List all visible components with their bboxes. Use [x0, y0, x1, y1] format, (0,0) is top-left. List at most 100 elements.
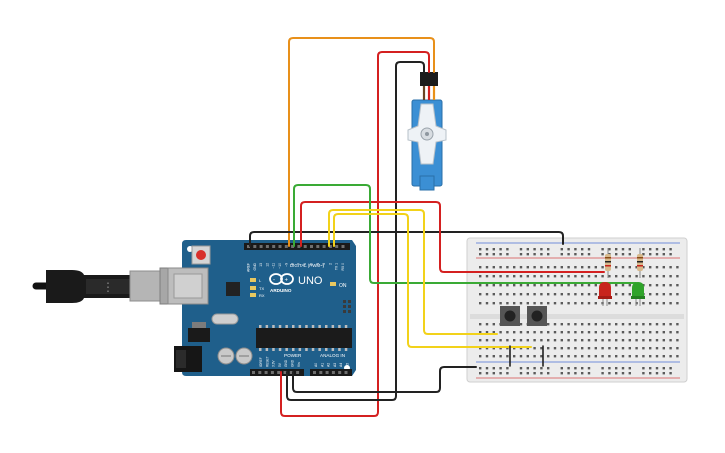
terminal-hole[interactable]	[519, 347, 523, 350]
terminal-hole[interactable]	[642, 339, 645, 342]
rail-hole[interactable]	[615, 367, 618, 370]
terminal-hole[interactable]	[662, 347, 665, 350]
rail-hole[interactable]	[519, 367, 523, 370]
terminal-hole[interactable]	[574, 266, 577, 269]
terminal-hole[interactable]	[581, 302, 584, 305]
terminal-hole[interactable]	[594, 293, 597, 296]
rail-hole[interactable]	[621, 367, 625, 370]
terminal-hole[interactable]	[513, 331, 516, 334]
terminal-hole[interactable]	[526, 355, 529, 358]
terminal-hole[interactable]	[669, 347, 672, 350]
terminal-hole[interactable]	[540, 275, 543, 278]
terminal-hole[interactable]	[635, 266, 638, 269]
terminal-hole[interactable]	[662, 302, 665, 305]
digital-pin-hole[interactable]	[322, 245, 326, 248]
terminal-hole[interactable]	[479, 266, 482, 269]
terminal-hole[interactable]	[581, 284, 584, 287]
terminal-hole[interactable]	[513, 347, 516, 350]
terminal-hole[interactable]	[560, 266, 563, 269]
terminal-hole[interactable]	[499, 293, 502, 296]
terminal-hole[interactable]	[479, 323, 482, 326]
terminal-hole[interactable]	[574, 355, 577, 358]
terminal-hole[interactable]	[540, 339, 543, 342]
terminal-hole[interactable]	[615, 284, 618, 287]
terminal-hole[interactable]	[608, 331, 611, 334]
analog-pin-hole[interactable]	[338, 371, 342, 374]
rail-hole[interactable]	[499, 248, 502, 251]
terminal-hole[interactable]	[676, 266, 679, 269]
terminal-hole[interactable]	[635, 323, 638, 326]
rail-hole[interactable]	[662, 372, 665, 375]
terminal-hole[interactable]	[540, 284, 543, 287]
rail-hole[interactable]	[642, 248, 645, 251]
rail-hole[interactable]	[499, 367, 502, 370]
terminal-hole[interactable]	[513, 275, 516, 278]
terminal-hole[interactable]	[547, 275, 550, 278]
rail-hole[interactable]	[649, 367, 652, 370]
terminal-hole[interactable]	[479, 347, 482, 350]
terminal-hole[interactable]	[669, 266, 672, 269]
rail-hole[interactable]	[547, 367, 550, 370]
terminal-hole[interactable]	[567, 339, 570, 342]
terminal-hole[interactable]	[601, 266, 604, 269]
terminal-hole[interactable]	[587, 339, 591, 342]
terminal-hole[interactable]	[547, 355, 550, 358]
terminal-hole[interactable]	[594, 266, 597, 269]
rail-hole[interactable]	[587, 372, 591, 375]
terminal-hole[interactable]	[581, 339, 584, 342]
terminal-hole[interactable]	[492, 323, 495, 326]
terminal-hole[interactable]	[649, 339, 652, 342]
terminal-hole[interactable]	[615, 347, 618, 350]
terminal-hole[interactable]	[567, 293, 570, 296]
rail-hole[interactable]	[519, 372, 523, 375]
terminal-hole[interactable]	[649, 275, 652, 278]
terminal-hole[interactable]	[499, 284, 502, 287]
terminal-hole[interactable]	[642, 331, 645, 334]
rail-hole[interactable]	[628, 248, 631, 251]
terminal-hole[interactable]	[601, 347, 604, 350]
terminal-hole[interactable]	[506, 331, 509, 334]
terminal-hole[interactable]	[485, 331, 489, 334]
terminal-hole[interactable]	[567, 266, 570, 269]
terminal-hole[interactable]	[608, 302, 611, 305]
terminal-hole[interactable]	[540, 302, 543, 305]
terminal-hole[interactable]	[506, 284, 509, 287]
terminal-hole[interactable]	[642, 266, 645, 269]
rail-hole[interactable]	[560, 248, 563, 251]
terminal-hole[interactable]	[608, 347, 611, 350]
terminal-hole[interactable]	[662, 323, 665, 326]
terminal-hole[interactable]	[553, 323, 557, 326]
terminal-hole[interactable]	[669, 293, 672, 296]
rail-hole[interactable]	[581, 372, 584, 375]
terminal-hole[interactable]	[533, 331, 536, 334]
terminal-hole[interactable]	[615, 275, 618, 278]
terminal-hole[interactable]	[676, 331, 679, 334]
terminal-hole[interactable]	[519, 302, 523, 305]
rail-hole[interactable]	[519, 248, 523, 251]
rail-hole[interactable]	[506, 367, 509, 370]
terminal-hole[interactable]	[628, 355, 631, 358]
terminal-hole[interactable]	[587, 355, 591, 358]
terminal-hole[interactable]	[485, 302, 489, 305]
terminal-hole[interactable]	[621, 355, 625, 358]
terminal-hole[interactable]	[676, 347, 679, 350]
terminal-hole[interactable]	[485, 355, 489, 358]
digital-pin-hole[interactable]	[247, 245, 250, 248]
terminal-hole[interactable]	[594, 323, 597, 326]
terminal-hole[interactable]	[676, 302, 679, 305]
terminal-hole[interactable]	[615, 339, 618, 342]
terminal-hole[interactable]	[642, 323, 645, 326]
rail-hole[interactable]	[506, 248, 509, 251]
rail-hole[interactable]	[485, 248, 489, 251]
terminal-hole[interactable]	[669, 339, 672, 342]
terminal-hole[interactable]	[608, 355, 611, 358]
terminal-hole[interactable]	[492, 293, 495, 296]
terminal-hole[interactable]	[662, 266, 665, 269]
terminal-hole[interactable]	[655, 331, 659, 334]
rail-hole[interactable]	[601, 248, 604, 251]
terminal-hole[interactable]	[608, 275, 611, 278]
terminal-hole[interactable]	[662, 355, 665, 358]
terminal-hole[interactable]	[526, 302, 529, 305]
terminal-hole[interactable]	[526, 347, 529, 350]
terminal-hole[interactable]	[587, 331, 591, 334]
